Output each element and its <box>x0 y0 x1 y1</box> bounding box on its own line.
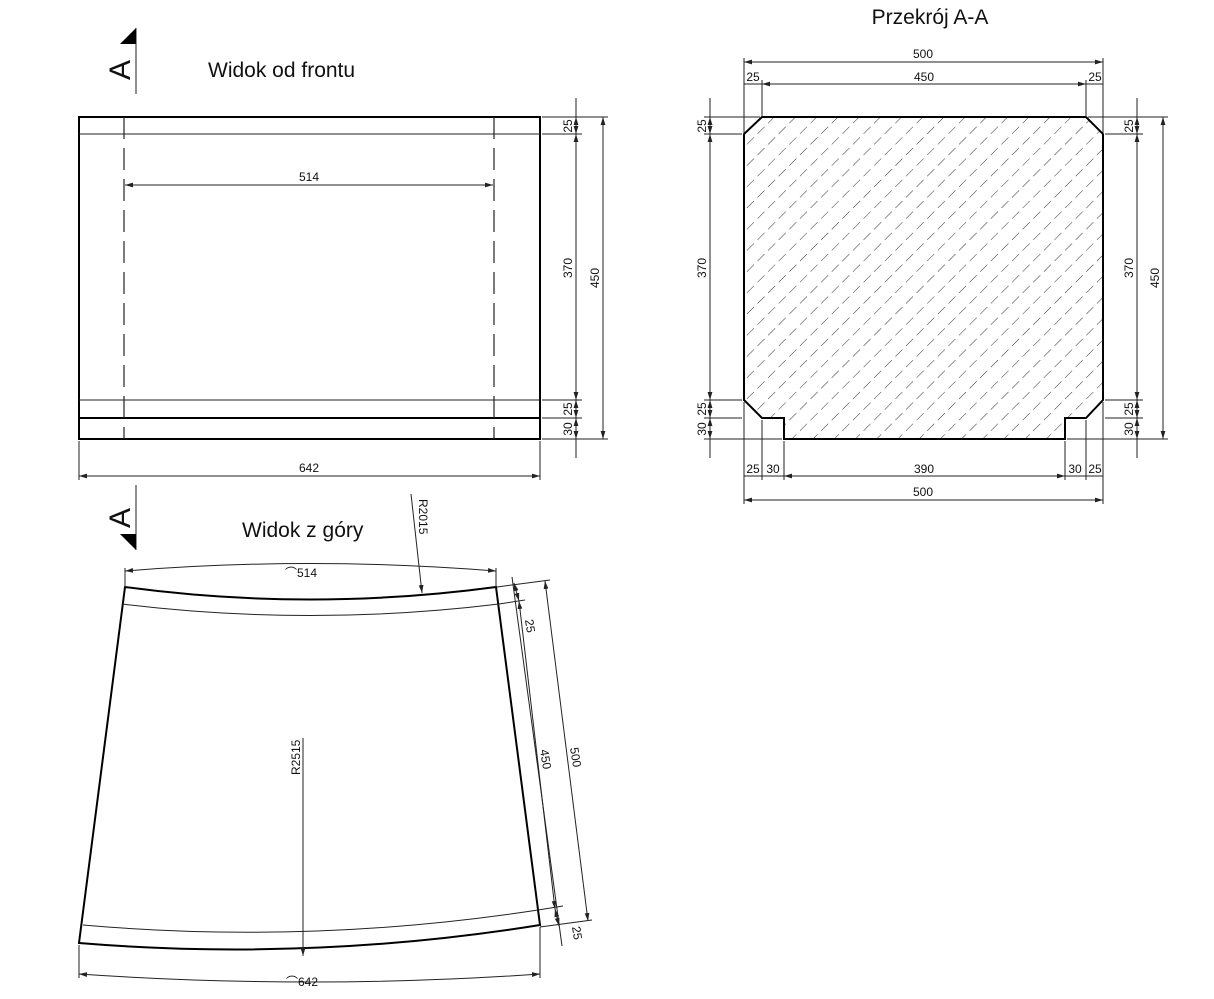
dim-sec-500-top: 500 <box>913 47 933 61</box>
top-view-title: Widok z góry <box>242 519 364 542</box>
dim-sec-b-25-right: 25 <box>1088 462 1102 476</box>
dim-sec-left-25-lower: 25 <box>695 402 709 416</box>
dim-sec-b-30-left: 30 <box>766 462 780 476</box>
dim-top-side-25-bottom: 25 <box>569 925 585 941</box>
section-marker-a-top: A <box>104 28 137 94</box>
dim-sec-450-top: 450 <box>914 70 934 84</box>
dim-top-arc-514: ⌒514 <box>285 566 317 580</box>
dim-sec-left-25-top: 25 <box>695 119 709 133</box>
dim-sec-25-top-left: 25 <box>746 70 760 84</box>
dim-top-r2515: R2515 <box>289 739 303 775</box>
dim-front-370: 370 <box>561 258 575 278</box>
top-view: Widok z góry A ⌒514 ⌒642 R2015 R2515 <box>77 485 593 989</box>
dim-sec-right-25-lower: 25 <box>1122 402 1136 416</box>
section-view-title: Przekrój A-A <box>872 6 989 29</box>
dim-sec-b-30-right: 30 <box>1068 462 1082 476</box>
dim-sec-500-bottom: 500 <box>913 485 933 499</box>
dim-top-side-500: 500 <box>567 746 584 768</box>
dim-front-514: 514 <box>299 170 319 184</box>
dim-front-25-lower: 25 <box>561 402 575 416</box>
dim-top-r2015: R2015 <box>416 499 430 535</box>
dim-top-arc-642: ⌒642 <box>286 975 318 989</box>
top-outline <box>77 585 542 951</box>
dim-sec-right-25-top: 25 <box>1122 119 1136 133</box>
dim-top-side-450: 450 <box>537 748 554 770</box>
dim-sec-b-390: 390 <box>914 462 934 476</box>
dim-front-30: 30 <box>561 422 575 436</box>
dim-sec-right-30: 30 <box>1122 422 1136 436</box>
front-view: Widok od frontu A 514 642 25 <box>78 28 608 480</box>
section-view: Przekrój A-A 500 450 25 25 25 370 25 30 <box>695 6 1168 504</box>
dim-sec-25-top-right: 25 <box>1088 70 1102 84</box>
front-view-title: Widok od frontu <box>208 59 355 82</box>
svg-text:A: A <box>104 508 137 528</box>
svg-text:A: A <box>104 60 137 80</box>
dim-sec-left-370: 370 <box>695 258 709 278</box>
dim-sec-right-450: 450 <box>1148 268 1162 288</box>
dim-sec-left-30: 30 <box>695 422 709 436</box>
dim-front-25-top: 25 <box>561 119 575 133</box>
top-inner-arc-lower <box>82 909 539 933</box>
front-outline <box>78 116 541 440</box>
dim-front-642: 642 <box>299 461 319 475</box>
section-profile <box>743 116 1104 440</box>
top-inner-arc-upper <box>121 603 500 616</box>
dim-top-side-25: 25 <box>522 618 538 634</box>
dim-sec-right-370: 370 <box>1122 258 1136 278</box>
dim-front-450: 450 <box>588 268 602 288</box>
dim-sec-b-25-left: 25 <box>746 462 760 476</box>
section-marker-a-bottom: A <box>104 485 137 550</box>
